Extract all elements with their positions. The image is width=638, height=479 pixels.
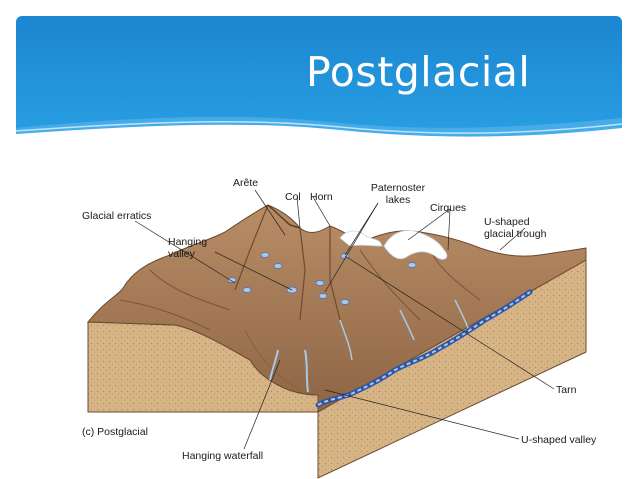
label-u-trough-line2: glacial trough [484, 228, 547, 240]
label-col: Col [285, 191, 301, 203]
label-hanging-valley: Hanging valley [168, 236, 207, 260]
label-u-shaped-glacial-trough: U-shaped glacial trough [484, 216, 546, 240]
lake [273, 263, 283, 269]
snow-cirque-1 [339, 230, 383, 247]
snow-cirque-2 [383, 230, 448, 260]
lake [407, 262, 417, 268]
label-hanging-valley-line1: Hanging [168, 236, 208, 248]
diagram-caption: (c) Postglacial [82, 426, 148, 438]
label-hanging-valley-line2: valley [168, 248, 195, 260]
label-glacial-erratics: Glacial erratics [82, 210, 152, 222]
label-tarn: Tarn [556, 384, 577, 396]
label-hanging-waterfall: Hanging waterfall [182, 450, 264, 462]
lake [340, 299, 350, 305]
label-horn: Horn [310, 191, 333, 203]
label-paternoster-line1: Paternoster [370, 182, 426, 194]
lake [227, 277, 237, 283]
lake [315, 280, 325, 286]
label-u-shaped-valley: U-shaped valley [521, 434, 597, 446]
label-paternoster-line2: lakes [385, 194, 411, 206]
slide-title: Postglacial [306, 48, 531, 96]
header-banner [15, 16, 623, 180]
lake [260, 252, 270, 258]
lake [242, 287, 252, 293]
label-paternoster-lakes: Paternoster lakes [368, 182, 428, 206]
lake [318, 293, 328, 299]
label-arete: Arête [233, 177, 259, 189]
label-u-trough-line1: U-shaped [484, 216, 530, 228]
label-cirques: Cirques [430, 202, 467, 214]
